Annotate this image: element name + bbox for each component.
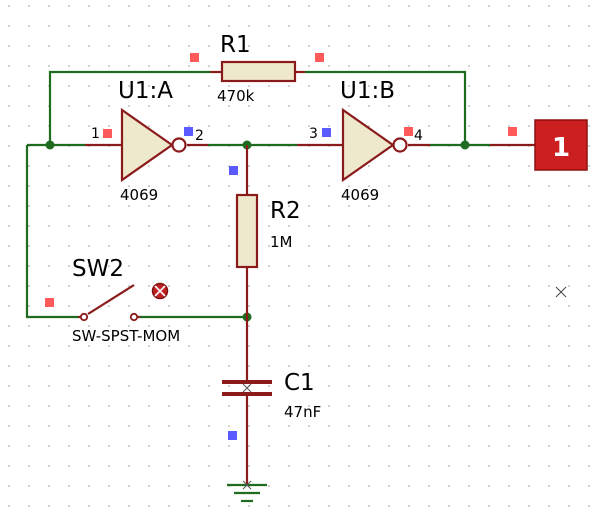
resistor-r2[interactable]: R2 1M: [235, 193, 301, 269]
c1-value-label: 47nF: [284, 403, 321, 421]
u1b-bubble: [392, 137, 408, 153]
output-terminal[interactable]: 1: [534, 119, 588, 171]
switch-sw2[interactable]: SW2 SW-SPST-MOM: [72, 256, 180, 345]
u1b-pin-in-label: 3: [309, 126, 318, 142]
u1a-ref-label: U1:A: [118, 78, 173, 104]
r1-body[interactable]: [220, 60, 297, 83]
u1a-pin-out-label: 2: [195, 128, 204, 144]
marker-r1-left: [190, 53, 199, 62]
sw2-actuator-button[interactable]: [151, 282, 169, 300]
cursor-cross-icon: [555, 286, 567, 298]
capacitor-c1[interactable]: C1 47nF: [222, 370, 321, 421]
wires: [25, 70, 490, 319]
marker-c1: [228, 431, 237, 440]
r2-body[interactable]: [235, 193, 259, 269]
junctions: [45, 140, 470, 322]
wire-left-to-switch[interactable]: [25, 145, 78, 319]
sw2-contact-left: [79, 312, 89, 322]
pin-state-markers: [45, 53, 517, 440]
terminal-label: 1: [552, 133, 570, 163]
marker-u1a-in: [103, 129, 112, 138]
component-leads: [85, 70, 535, 485]
sw2-ref-label: SW2: [72, 256, 124, 282]
sw2-part-label: SW-SPST-MOM: [72, 327, 180, 345]
u1a-bubble: [171, 137, 187, 153]
r1-ref-label: R1: [220, 32, 251, 58]
u1b-pin-out-label: 4: [414, 128, 423, 144]
marker-sw2: [45, 298, 54, 307]
sw2-contact-right: [129, 312, 139, 322]
wire-feedback-top[interactable]: [48, 70, 210, 145]
marker-r2: [229, 166, 238, 175]
inverter-u1b[interactable]: U1:B 4069 3 4: [309, 78, 423, 204]
r1-value-label: 470k: [217, 87, 255, 105]
u1a-body[interactable]: [120, 107, 174, 183]
r2-value-label: 1M: [270, 233, 293, 251]
u1b-body[interactable]: [341, 107, 395, 183]
ground-symbol[interactable]: [227, 480, 267, 503]
resistor-r1[interactable]: R1 470k: [217, 32, 297, 105]
r2-ref-label: R2: [270, 198, 301, 224]
junction-right: [460, 140, 470, 150]
u1b-part-label: 4069: [341, 186, 379, 204]
marker-u1b-out: [404, 127, 413, 136]
marker-u1b-in: [322, 128, 331, 137]
ground-cross-marker: [242, 480, 252, 490]
sw2-lever[interactable]: [87, 284, 135, 315]
marker-output: [508, 127, 517, 136]
junction-left: [45, 140, 55, 150]
wire-r1-right[interactable]: [305, 70, 467, 145]
u1b-ref-label: U1:B: [340, 78, 395, 104]
u1a-part-label: 4069: [120, 186, 158, 204]
marker-r1-right: [315, 53, 324, 62]
c1-ref-label: C1: [284, 370, 315, 396]
inverter-u1a[interactable]: U1:A 4069 1 2: [91, 78, 204, 204]
marker-u1a-out: [184, 127, 193, 136]
c1-cross-marker: [242, 383, 252, 393]
u1a-pin-in-label: 1: [91, 126, 100, 142]
